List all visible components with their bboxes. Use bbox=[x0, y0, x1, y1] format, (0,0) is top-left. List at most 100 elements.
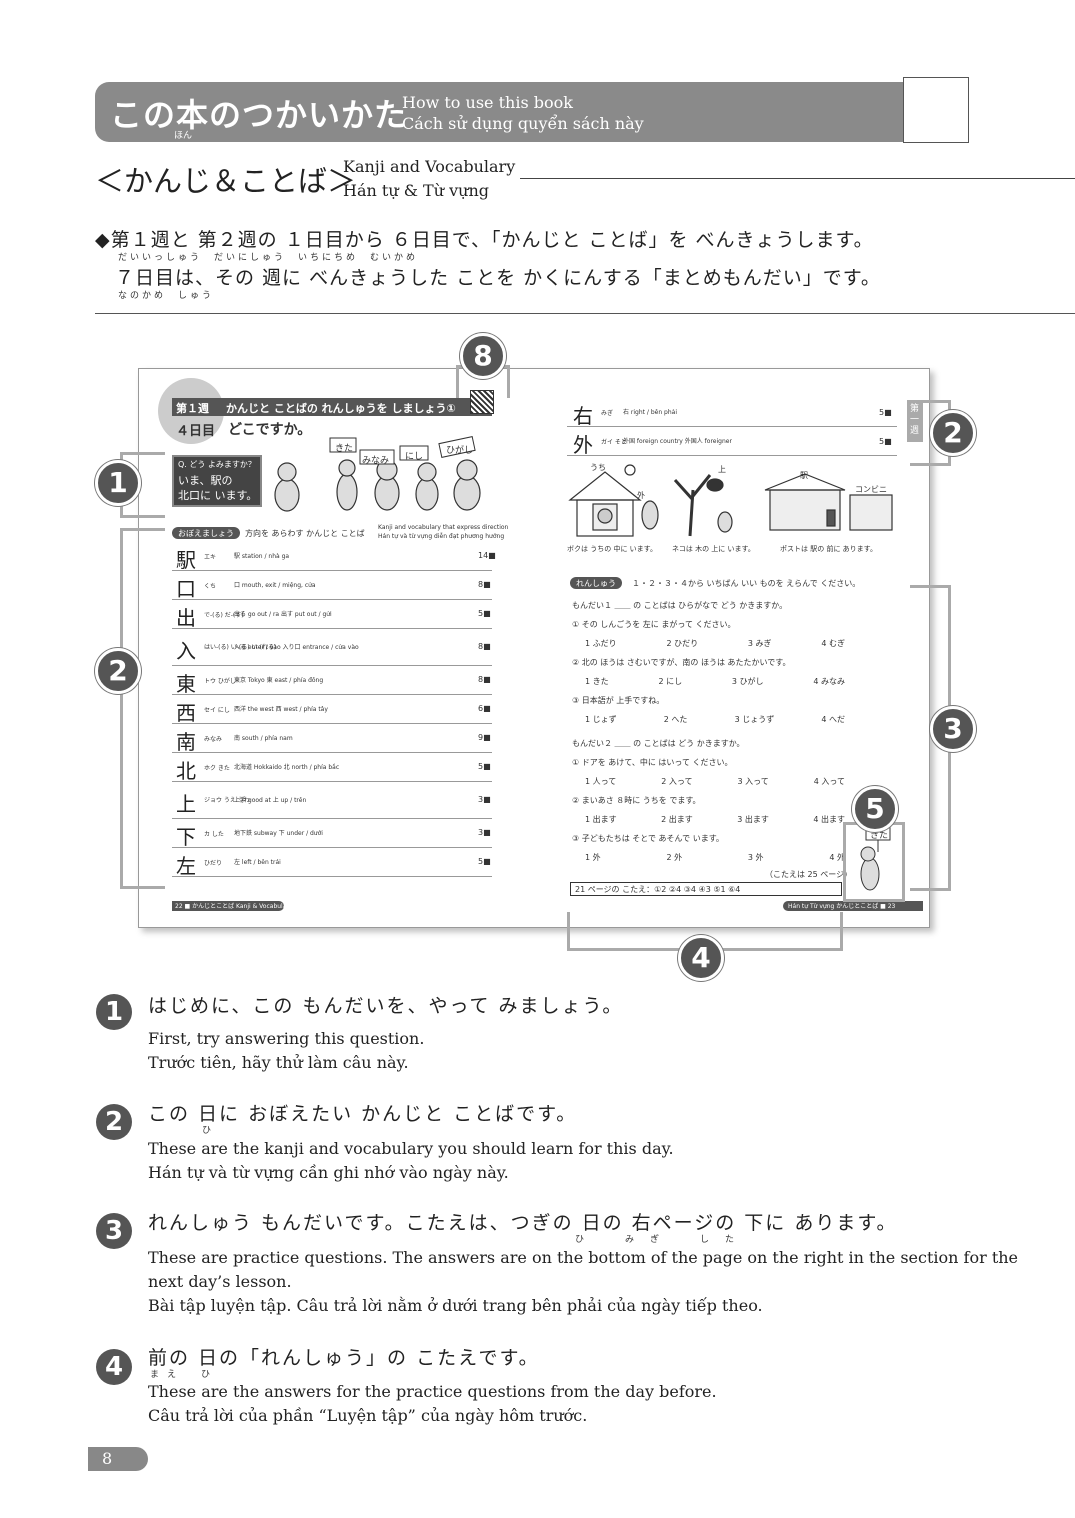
kanji: 南 bbox=[176, 730, 196, 754]
kanji-reading: ジョウ うえ うわ bbox=[204, 797, 250, 804]
option[interactable]: 2 出ます bbox=[661, 815, 693, 824]
kanji: 口 bbox=[176, 577, 196, 601]
question-6: ③ 子どもたちは そとで あそんで います。 bbox=[572, 834, 724, 843]
bracket-5 bbox=[843, 822, 905, 902]
option[interactable]: 2 にし bbox=[658, 677, 683, 686]
section-subtitle: Kanji and Vocabulary Hán tự & Từ vựng bbox=[343, 155, 515, 203]
week-side-tab bbox=[907, 400, 923, 442]
explanation-ruby-4: まえ ひ bbox=[150, 1370, 219, 1380]
option[interactable]: 1 外 bbox=[585, 853, 601, 862]
options-5: 1 出ます 2 出ます 3 出ます 4 出ます bbox=[585, 814, 845, 825]
option[interactable]: 4 みなみ bbox=[813, 677, 845, 686]
kanji: 外 bbox=[573, 433, 593, 457]
title-vi: Cách sử dụng quyển sách này bbox=[402, 114, 644, 133]
kanji-strokes: 5■ bbox=[478, 857, 491, 866]
kanji-words: 南 south / phía nam bbox=[234, 735, 293, 742]
sign-nishi: にし bbox=[405, 452, 424, 462]
kanji-words: 西洋 the west 西 west / phía tây bbox=[234, 706, 328, 713]
question-board bbox=[172, 455, 262, 507]
option[interactable]: 2 へた bbox=[663, 715, 688, 724]
explanation-vi-3: Bài tập luyện tập. Câu trả lời nằm ở dướ… bbox=[148, 1296, 763, 1315]
day-title: どこですか。 bbox=[228, 422, 312, 438]
option[interactable]: 3 入って bbox=[737, 777, 769, 786]
kanji-reading: トウ ひがし bbox=[204, 678, 236, 685]
kanji-strokes: 5■ bbox=[879, 437, 892, 446]
oboe-text: 方向を あらわす かんじと ことば bbox=[245, 529, 365, 538]
kanji: 入 bbox=[176, 639, 196, 663]
kanji-strokes: 3■ bbox=[478, 828, 491, 837]
option[interactable]: 3 じょうず bbox=[734, 715, 775, 724]
label-uchi: うち bbox=[590, 463, 606, 472]
title-ruby: ほん bbox=[174, 131, 193, 141]
renshu-text: １・２・３・４から いちばん いい ものを えらんで ください。 bbox=[632, 579, 861, 588]
left-footer: 22 ■ かんじとことば Kanji & Vocabulary bbox=[175, 903, 293, 910]
character-illustration bbox=[274, 436, 481, 512]
question-line-2: いま、駅の bbox=[178, 474, 233, 487]
section-sub-vi: Hán tự & Từ vựng bbox=[343, 181, 489, 200]
option[interactable]: 2 ひだり bbox=[666, 639, 699, 648]
explanation-ruby-3: ひ みぎ した bbox=[575, 1235, 751, 1245]
option[interactable]: 2 外 bbox=[666, 853, 683, 862]
marker-1: 1 bbox=[95, 460, 141, 506]
oboe-en: Kanji and vocabulary that express direct… bbox=[378, 524, 509, 531]
explanation-jp-3: れんしゅう もんだいです。こたえは、つぎの 日の 右ページの 下に あります。 bbox=[148, 1212, 898, 1234]
left-page-header: かんじと ことばの れんしゅうを しましょう① bbox=[226, 402, 456, 415]
intro-line-1: ◆第１週と 第２週の １日目から ６日目で、「かんじと ことば」を べんきょうし… bbox=[95, 229, 874, 251]
kanji-words: 駅 station / nhà ga bbox=[234, 553, 290, 560]
option[interactable]: 4 入って bbox=[813, 777, 845, 786]
option[interactable]: 3 ひがし bbox=[731, 677, 764, 686]
kanji-strokes: 5■ bbox=[478, 609, 491, 618]
kanji-words: 入る enter / vào 入り口 entrance / cửa vào bbox=[234, 644, 359, 651]
option[interactable]: 1 きた bbox=[585, 677, 609, 686]
section-title: ＜かんじ＆ことば＞ bbox=[95, 164, 357, 198]
option[interactable]: 4 むぎ bbox=[821, 639, 845, 648]
kanji-reading: エキ bbox=[204, 554, 217, 561]
explanation-text-3: These are practice questions. The answer… bbox=[148, 1246, 1028, 1318]
kanji: 左 bbox=[176, 854, 196, 878]
sign-higashi: ひがし bbox=[446, 446, 474, 456]
options-3: 1 じょず 2 へた 3 じょうず 4 へだ bbox=[585, 714, 845, 725]
kanji-strokes: 8■ bbox=[478, 580, 491, 589]
option[interactable]: 1 出ます bbox=[585, 815, 617, 824]
qr-code-icon bbox=[470, 390, 494, 414]
option[interactable]: 3 外 bbox=[747, 853, 764, 862]
option[interactable]: 3 出ます bbox=[737, 815, 769, 824]
option[interactable]: 4 外 bbox=[829, 853, 845, 862]
question-2: ② 北の ほうは さむいですが、南の ほうは あたたかいです。 bbox=[572, 658, 791, 667]
kanji: 出 bbox=[176, 606, 196, 630]
title-en: How to use this book bbox=[402, 93, 573, 112]
options-2: 1 きた 2 にし 3 ひがし 4 みなみ bbox=[585, 676, 845, 687]
kanji-words: 出る go out / ra 出す put out / gửi bbox=[234, 611, 332, 618]
answer-page-note: （こたえは 25 ページ） bbox=[765, 870, 853, 879]
option[interactable]: 2 入って bbox=[661, 777, 693, 786]
caption-eki: ポストは 駅の 前に あります。 bbox=[780, 545, 877, 553]
option[interactable]: 4 出ます bbox=[813, 815, 845, 824]
kanji: 北 bbox=[176, 759, 196, 783]
right-footer: Hán tự Từ vựng かんじとことば ■ 23 bbox=[788, 903, 896, 910]
renshu-label: れんしゅう bbox=[576, 579, 616, 588]
explanation-en-2: These are the kanji and vocabulary you s… bbox=[148, 1139, 674, 1158]
sign-kita: きた bbox=[335, 444, 354, 454]
explanation-vi-1: Trước tiên, hãy thử làm câu này. bbox=[148, 1053, 409, 1072]
explanation-number-2: 2 bbox=[96, 1104, 132, 1140]
kanji: 西 bbox=[176, 701, 196, 725]
option[interactable]: 4 へだ bbox=[821, 715, 845, 724]
label-ue: 上 bbox=[718, 465, 726, 474]
explanation-vi-4: Câu trả lời của phần “Luyện tập” của ngà… bbox=[148, 1406, 588, 1425]
section-sub-en: Kanji and Vocabulary bbox=[343, 157, 516, 176]
explanation-jp-4: 前の 日の「れんしゅう」の こたえです。 bbox=[148, 1347, 540, 1369]
renshu-label-bg bbox=[570, 577, 622, 589]
option[interactable]: 1 じょず bbox=[585, 715, 617, 724]
explanation-number-1: 1 bbox=[96, 994, 132, 1030]
option[interactable]: 1 ふだり bbox=[585, 639, 617, 648]
option[interactable]: 1 人って bbox=[585, 777, 617, 786]
option[interactable]: 3 みぎ bbox=[747, 639, 772, 648]
